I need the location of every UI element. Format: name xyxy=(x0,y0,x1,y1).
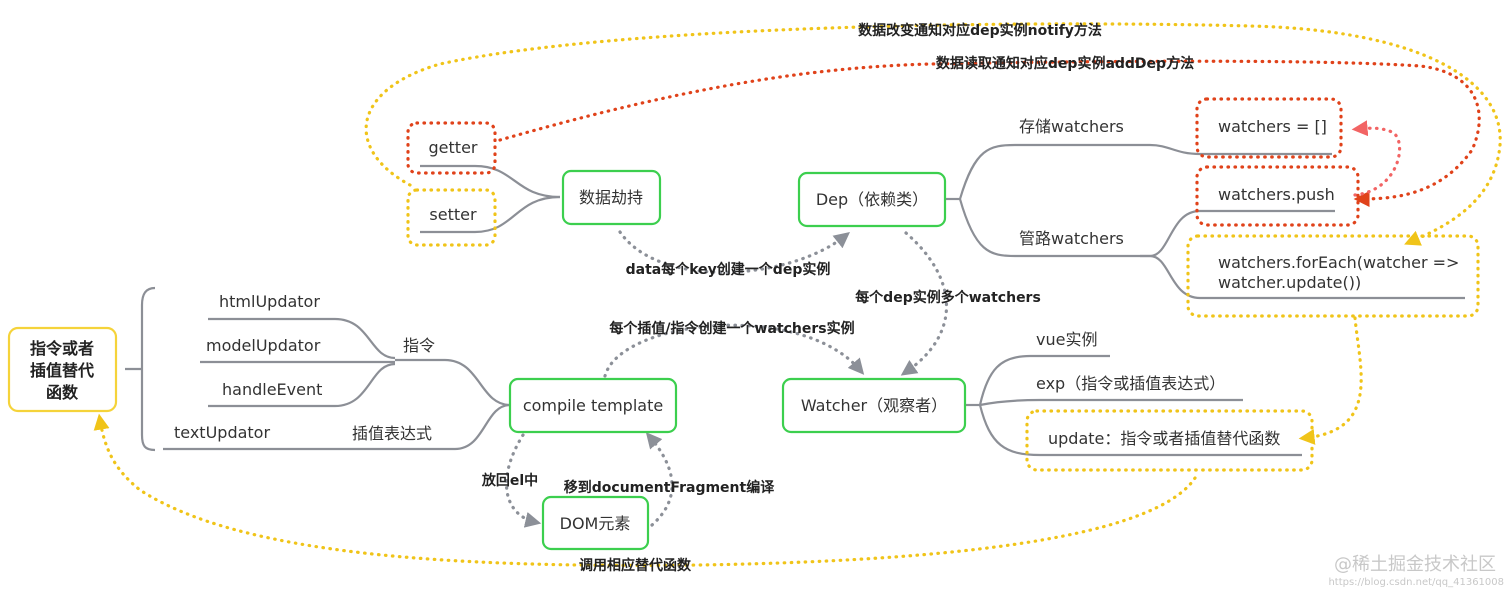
watermark: @稀土掘金技术社区 https://blog.csdn.net/qq_41361… xyxy=(1328,554,1504,588)
interpolation-label: 插值表达式 xyxy=(352,424,432,443)
branch-foreach xyxy=(1140,254,1465,300)
node-boxes xyxy=(7,169,967,551)
label-add-dep: 数据读取通知对应dep实例addDep方法 xyxy=(936,55,1194,72)
watermark-sub: https://blog.csdn.net/qq_41361008 xyxy=(1328,577,1504,588)
watcher-label: Watcher（观察者） xyxy=(801,396,947,415)
branch-array xyxy=(1140,143,1332,156)
model-updator-label: modelUpdator xyxy=(206,336,321,355)
root-node xyxy=(7,326,118,413)
arrow-key-dep xyxy=(618,230,851,274)
branch-exp xyxy=(979,398,1243,407)
branch-update xyxy=(978,404,1302,457)
branch-manage xyxy=(958,198,1140,258)
dom-node xyxy=(541,495,650,551)
branch-lines xyxy=(125,143,1465,457)
watchers-foreach-line-2: watcher.update()) xyxy=(1218,273,1361,292)
branch-html xyxy=(208,317,396,360)
watchers-foreach-frame xyxy=(1186,234,1480,318)
exp-label: exp（指令或插值表达式） xyxy=(1036,374,1225,393)
watchers-array-frame xyxy=(1195,97,1343,159)
label-multi-watchers: 每个dep实例多个watchers xyxy=(855,289,1041,306)
node-texts: 指令或者 插值替代 函数 数据劫持 getter setter Dep（依赖类）… xyxy=(30,117,1459,533)
arrow-call-update xyxy=(93,413,1197,567)
update-frame xyxy=(1025,409,1314,472)
update-label: update：指令或者插值替代函数 xyxy=(1048,429,1280,448)
hijack-node xyxy=(561,169,662,226)
watchers-array-label: watchers = [] xyxy=(1218,117,1327,136)
branch-handle xyxy=(208,362,396,408)
arrow-add-dep xyxy=(498,59,1481,207)
flow-arrows xyxy=(93,22,1502,567)
label-per-key: data每个key创建一个dep实例 xyxy=(626,261,831,278)
branch-vue xyxy=(978,354,1110,406)
html-updator-label: htmlUpdator xyxy=(219,292,320,311)
watermark-main: @稀土掘金技术社区 xyxy=(1334,554,1496,575)
watchers-foreach-line-1: watchers.forEach(watcher => xyxy=(1218,253,1459,272)
label-put-back: 放回el中 xyxy=(481,472,538,489)
root-line-2: 插值替代 xyxy=(30,361,94,380)
watchers-push-label: watchers.push xyxy=(1218,185,1335,204)
branch-directive xyxy=(395,358,511,407)
arrow-array-push xyxy=(1351,120,1402,197)
compile-label: compile template xyxy=(523,396,663,415)
getter-label: getter xyxy=(429,138,478,157)
arrow-compile-dom xyxy=(505,433,542,528)
setter-label: setter xyxy=(429,205,477,224)
watchers-push-frame xyxy=(1195,165,1360,227)
label-per-interp: 每个插值/指令创建一个watchers实例 xyxy=(609,320,854,337)
vue-instance-label: vue实例 xyxy=(1036,330,1097,349)
dep-node xyxy=(797,171,947,228)
dom-label: DOM元素 xyxy=(560,514,631,533)
arrow-notify xyxy=(364,22,1502,246)
manage-watchers-label: 管路watchers xyxy=(1019,229,1124,248)
arrow-compile-watcher xyxy=(603,323,865,378)
setter-frame xyxy=(406,188,497,247)
arrow-foreach-update xyxy=(1298,316,1363,445)
branch-store xyxy=(958,143,1140,200)
label-notify: 数据改变通知对应dep实例notify方法 xyxy=(858,22,1102,39)
branch-setter xyxy=(420,195,561,234)
dep-label: Dep（依赖类） xyxy=(816,190,928,209)
root-line-1: 指令或者 xyxy=(30,339,94,358)
branch-getter xyxy=(420,164,561,199)
handle-event-label: handleEvent xyxy=(222,380,322,399)
branch-push xyxy=(1140,209,1335,258)
watcher-node xyxy=(781,377,967,434)
getter-frame xyxy=(406,121,497,175)
root-bracket xyxy=(140,286,156,452)
label-move-fragment: 移到documentFragment编译 xyxy=(564,479,775,496)
hijack-label: 数据劫持 xyxy=(579,188,643,207)
text-updator-label: textUpdator xyxy=(174,423,270,442)
directive-label: 指令 xyxy=(403,336,435,355)
branch-text xyxy=(163,403,511,451)
label-call-update: 调用相应替代函数 xyxy=(579,557,692,574)
store-watchers-label: 存储watchers xyxy=(1019,117,1124,136)
highlight-frames xyxy=(406,97,1480,472)
compile-node xyxy=(508,377,678,434)
root-line-3: 函数 xyxy=(46,383,79,402)
edge-labels: 数据改变通知对应dep实例notify方法 数据读取通知对应dep实例addDe… xyxy=(481,22,1194,574)
